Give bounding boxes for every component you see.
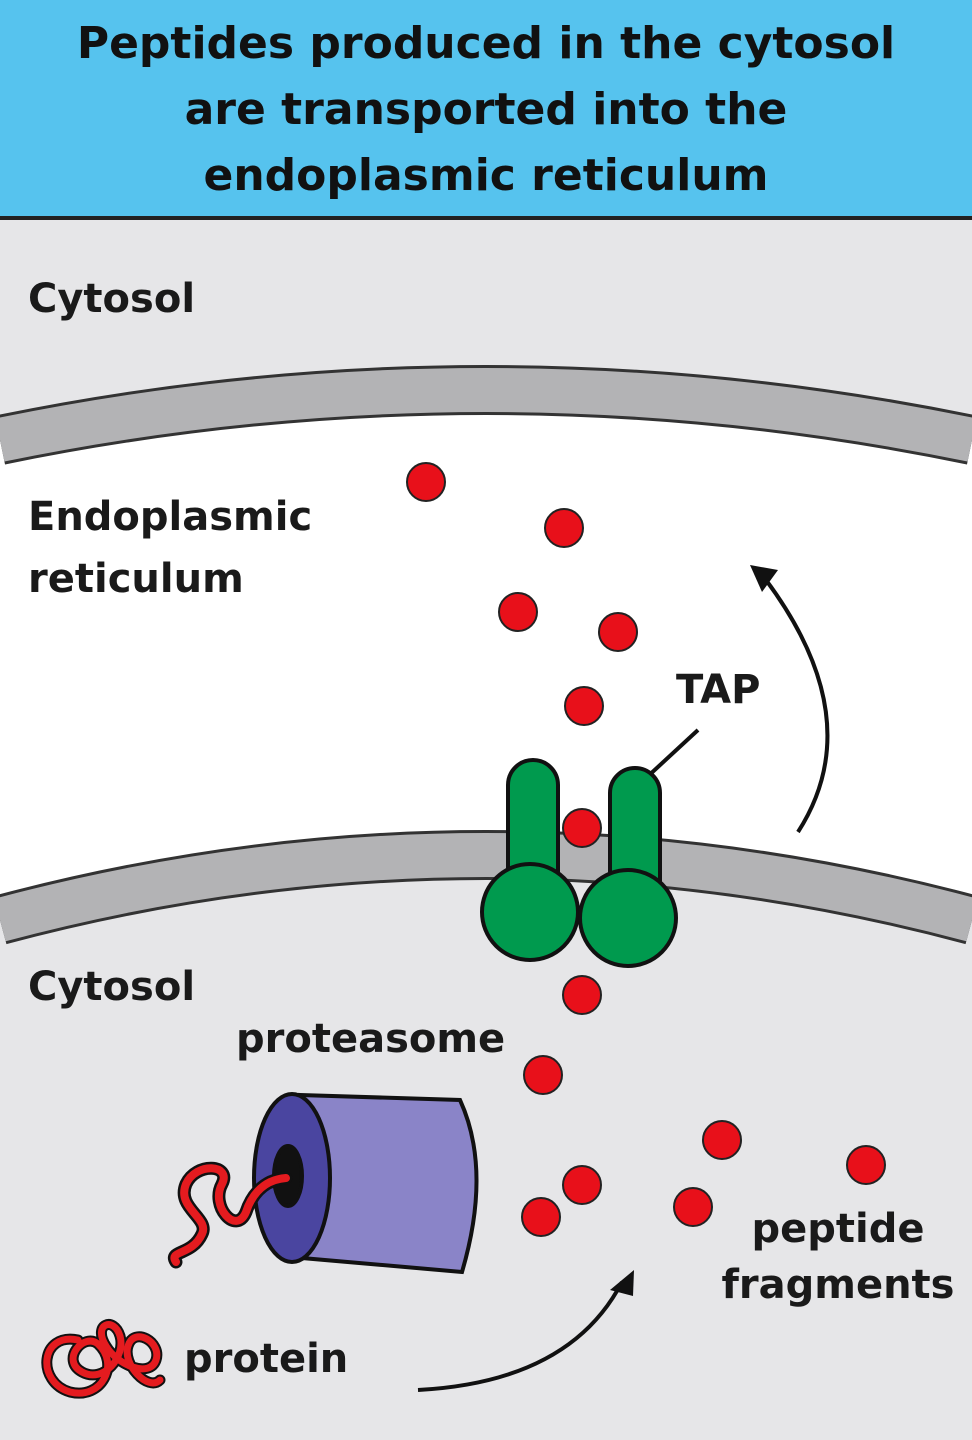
transport-arrow-curve — [764, 578, 830, 834]
tap-leader-line — [644, 728, 700, 780]
peptide — [498, 592, 538, 632]
title-line-2: are transported into the — [185, 84, 788, 135]
peptide-fragments-label-line-2: fragments — [722, 1262, 955, 1308]
peptide-fragments — [406, 462, 886, 1237]
er-label-line-1: Endoplasmic — [28, 494, 312, 540]
proteasome-label: proteasome — [236, 1016, 505, 1062]
cytosol-top-label: Cytosol — [28, 276, 195, 322]
proteasome — [252, 1092, 479, 1275]
protein-label: protein — [184, 1336, 348, 1382]
title-banner — [0, 0, 972, 218]
er-label-line-2: reticulum — [28, 556, 244, 602]
tap-subunit-right-base — [578, 868, 678, 968]
peptide — [598, 612, 638, 652]
degradation-arrow-head — [610, 1270, 634, 1296]
peptide — [562, 975, 602, 1015]
cytosol-bottom-label: Cytosol — [28, 964, 195, 1010]
peptide — [523, 1055, 563, 1095]
peptide — [846, 1145, 886, 1185]
peptide-fragments-label-line-1: peptide — [752, 1206, 925, 1252]
tap-transporter — [480, 758, 678, 968]
transport-arrow-head — [750, 565, 778, 592]
tap-label: TAP — [676, 667, 760, 713]
peptide — [673, 1187, 713, 1227]
peptide — [406, 462, 446, 502]
degradation-arrow-curve — [417, 1281, 624, 1392]
peptide — [562, 1165, 602, 1205]
peptide — [544, 508, 584, 548]
peptide — [564, 686, 604, 726]
er-lumen — [0, 390, 972, 900]
peptide — [702, 1120, 742, 1160]
er-membrane-bottom-fill — [0, 833, 972, 942]
peptide — [562, 808, 602, 848]
tap-subunit-left-base — [480, 862, 580, 962]
er-membrane-top-fill — [0, 368, 972, 462]
peptide — [521, 1197, 561, 1237]
protein-icon — [41, 1319, 166, 1399]
title-line-3: endoplasmic reticulum — [204, 150, 769, 201]
proteasome-body — [297, 1092, 479, 1275]
protein-strand-fill — [170, 1164, 290, 1266]
title-line-1: Peptides produced in the cytosol — [77, 18, 895, 69]
